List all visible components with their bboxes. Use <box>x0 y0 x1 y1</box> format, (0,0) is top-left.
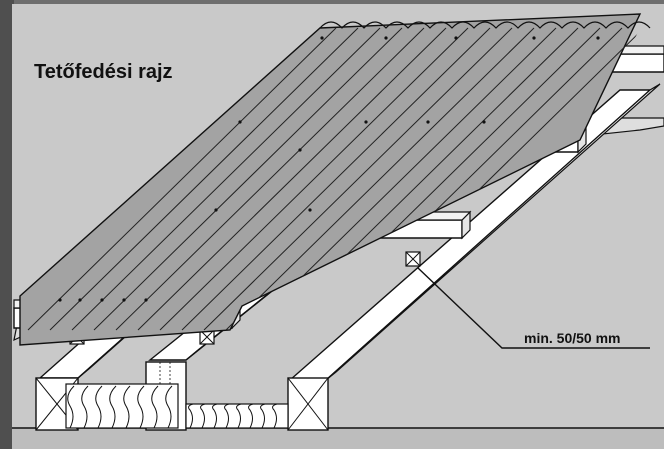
insulation-left <box>65 383 179 429</box>
corrugated-roof-sheet <box>19 13 651 346</box>
insulation-right <box>185 403 289 429</box>
diagram-title: Tetőfedési rajz <box>34 61 173 83</box>
callout-leader <box>417 267 650 349</box>
callout-label: min. 50/50 mm <box>524 330 621 346</box>
left-frame-strip <box>0 0 14 449</box>
ground-strip <box>12 428 664 449</box>
rafter-right <box>287 83 661 431</box>
